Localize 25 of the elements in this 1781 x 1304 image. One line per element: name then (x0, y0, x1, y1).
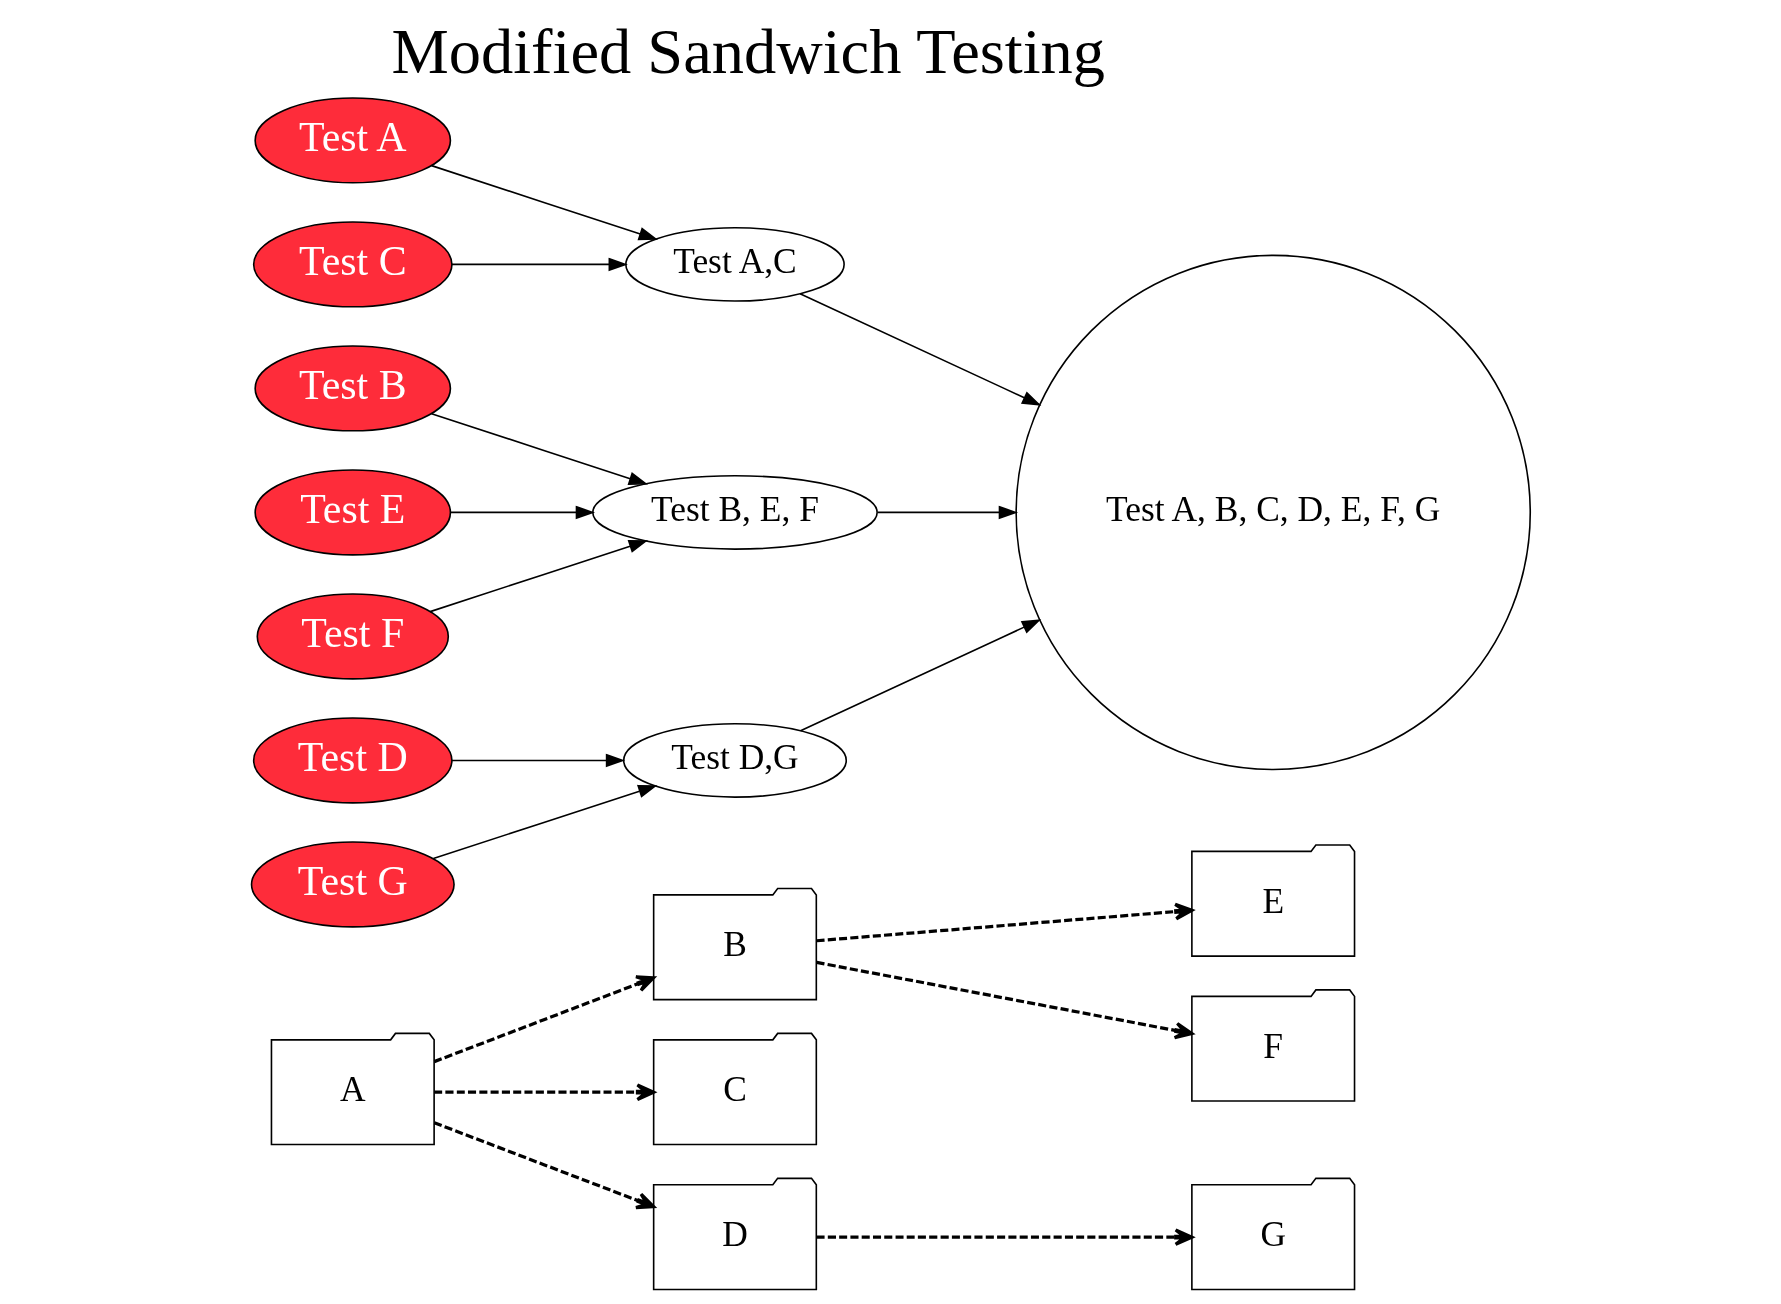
arrow (816, 1228, 1193, 1246)
arrow (876, 505, 1018, 520)
arrow (428, 539, 648, 613)
arrow (450, 257, 628, 272)
arrow (799, 619, 1041, 732)
arrow (450, 753, 625, 768)
arrow (815, 960, 1193, 1040)
node-ellipse: Test B (253, 345, 451, 432)
arrow (433, 975, 655, 1064)
arrow (432, 784, 657, 860)
diagram-title: Modified Sandwich Testing (391, 15, 1105, 87)
arrow (433, 1083, 655, 1102)
arrow (433, 1121, 655, 1210)
node-ellipse: Test D (252, 717, 453, 804)
node-ellipse: Test C (252, 221, 453, 308)
arrow (816, 902, 1193, 943)
arrow (449, 505, 595, 520)
node-circle: Test A, B, C, D, E, F, G (1014, 254, 1531, 771)
arrow (430, 164, 658, 241)
node-ellipse: Test G (250, 841, 455, 928)
node-ellipse: Test F (256, 593, 449, 680)
arrow (430, 412, 648, 485)
arrow (798, 293, 1041, 406)
node-ellipse: Test A (253, 97, 451, 184)
node-ellipse: Test E (253, 469, 451, 556)
